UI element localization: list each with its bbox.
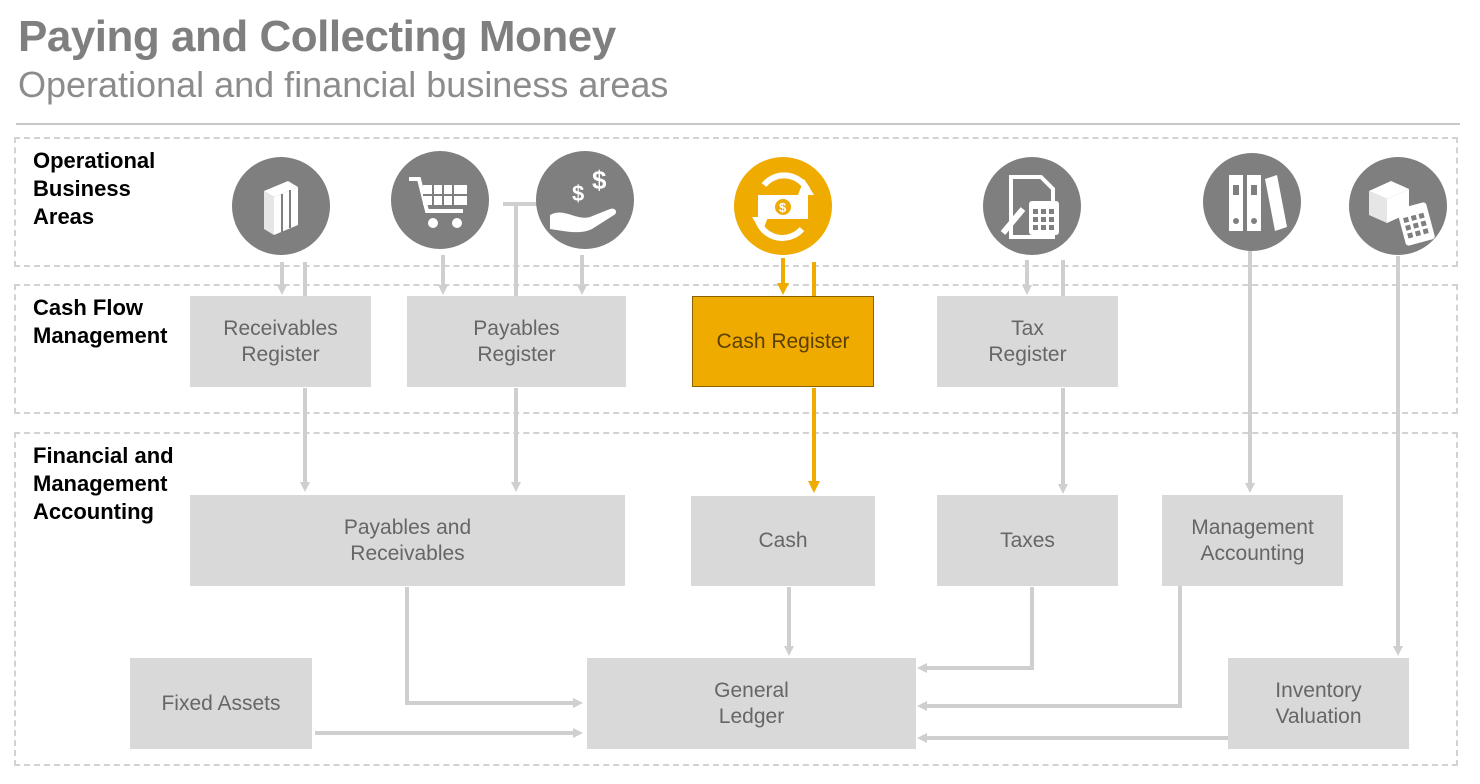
- arrow-taxes-to-ledger: [917, 587, 1034, 673]
- arrow-pr-to-ledger: [405, 587, 583, 708]
- cash-box: Cash: [691, 496, 875, 586]
- band-label-cash-flow: Cash Flow Management: [33, 295, 168, 348]
- arrow-management-to-ledger: [917, 583, 1182, 711]
- general-ledger-box: General Ledger: [587, 658, 916, 749]
- page-subtitle: Operational and financial business areas: [18, 64, 669, 105]
- band-label-operational: Operational Business Areas: [33, 148, 156, 229]
- svg-text:$: $: [779, 200, 787, 215]
- fixed-assets-box: Fixed Assets: [130, 658, 312, 749]
- payables-register-box: Payables Register: [407, 296, 626, 387]
- shopping-cart-icon: [391, 151, 489, 249]
- header-divider: [16, 123, 1460, 125]
- taxes-box: Taxes: [937, 495, 1118, 586]
- svg-text:$: $: [572, 181, 584, 206]
- management-accounting-box: Management Accounting: [1162, 495, 1343, 586]
- cash-cycle-icon: $: [734, 157, 832, 255]
- payables-and-receivables-box: Payables and Receivables: [190, 495, 625, 586]
- band-cash-flow: [14, 284, 1458, 414]
- money-hand-icon: $ $: [536, 151, 634, 249]
- binders-icon: [1203, 153, 1301, 251]
- page-title: Paying and Collecting Money: [18, 12, 616, 61]
- boxes-icon: [232, 157, 330, 255]
- band-label-financial: Financial and Management Accounting: [33, 443, 174, 524]
- receivables-register-box: Receivables Register: [190, 296, 371, 387]
- svg-text:$: $: [592, 165, 607, 195]
- inventory-valuation-box: Inventory Valuation: [1228, 658, 1409, 749]
- cash-register-box: Cash Register: [692, 296, 874, 387]
- inventory-calculator-icon: [1349, 157, 1447, 255]
- band-operational: [14, 137, 1458, 267]
- tax-calculation-icon: [983, 157, 1081, 255]
- tax-register-box: Tax Register: [937, 296, 1118, 387]
- band-financial: [14, 432, 1458, 766]
